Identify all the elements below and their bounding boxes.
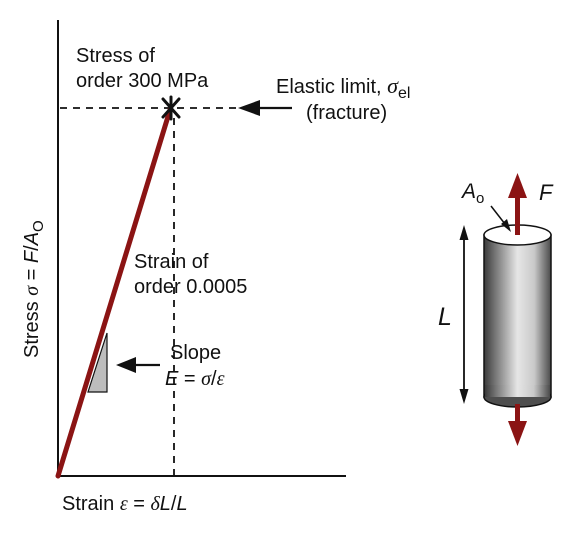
area-leader-arrow-icon <box>490 205 511 232</box>
strain-note-line1: Strain of <box>134 251 209 273</box>
slope-note-line2: E = σ/ε <box>165 368 225 390</box>
force-label: F <box>539 180 554 205</box>
elastic-limit-arrow-icon <box>238 100 292 116</box>
force-arrow-down-icon <box>508 404 527 446</box>
elastic-limit-line2: (fracture) <box>306 102 387 124</box>
specimen-cylinder <box>483 224 552 408</box>
stress-note-line2: order 300 MPa <box>76 70 209 92</box>
y-axis-label: Stress σ = F/AO <box>21 220 47 358</box>
length-dimension-arrow-icon <box>459 225 469 404</box>
slope-note-line1: Slope <box>170 342 221 364</box>
stress-note-line1: Stress of <box>76 45 155 67</box>
force-arrow-up-icon <box>508 173 527 235</box>
slope-triangle <box>87 332 108 393</box>
elastic-line <box>55 107 173 479</box>
strain-note-line2: order 0.0005 <box>134 276 247 298</box>
slope-arrow-icon <box>116 357 160 373</box>
x-axis-label: Strain ε = δL/L <box>62 493 188 515</box>
area-label: Ao <box>460 180 484 207</box>
elastic-limit-line1: Elastic limit, σel <box>276 73 410 102</box>
fracture-star-icon <box>161 95 181 121</box>
length-label: L <box>438 303 452 331</box>
